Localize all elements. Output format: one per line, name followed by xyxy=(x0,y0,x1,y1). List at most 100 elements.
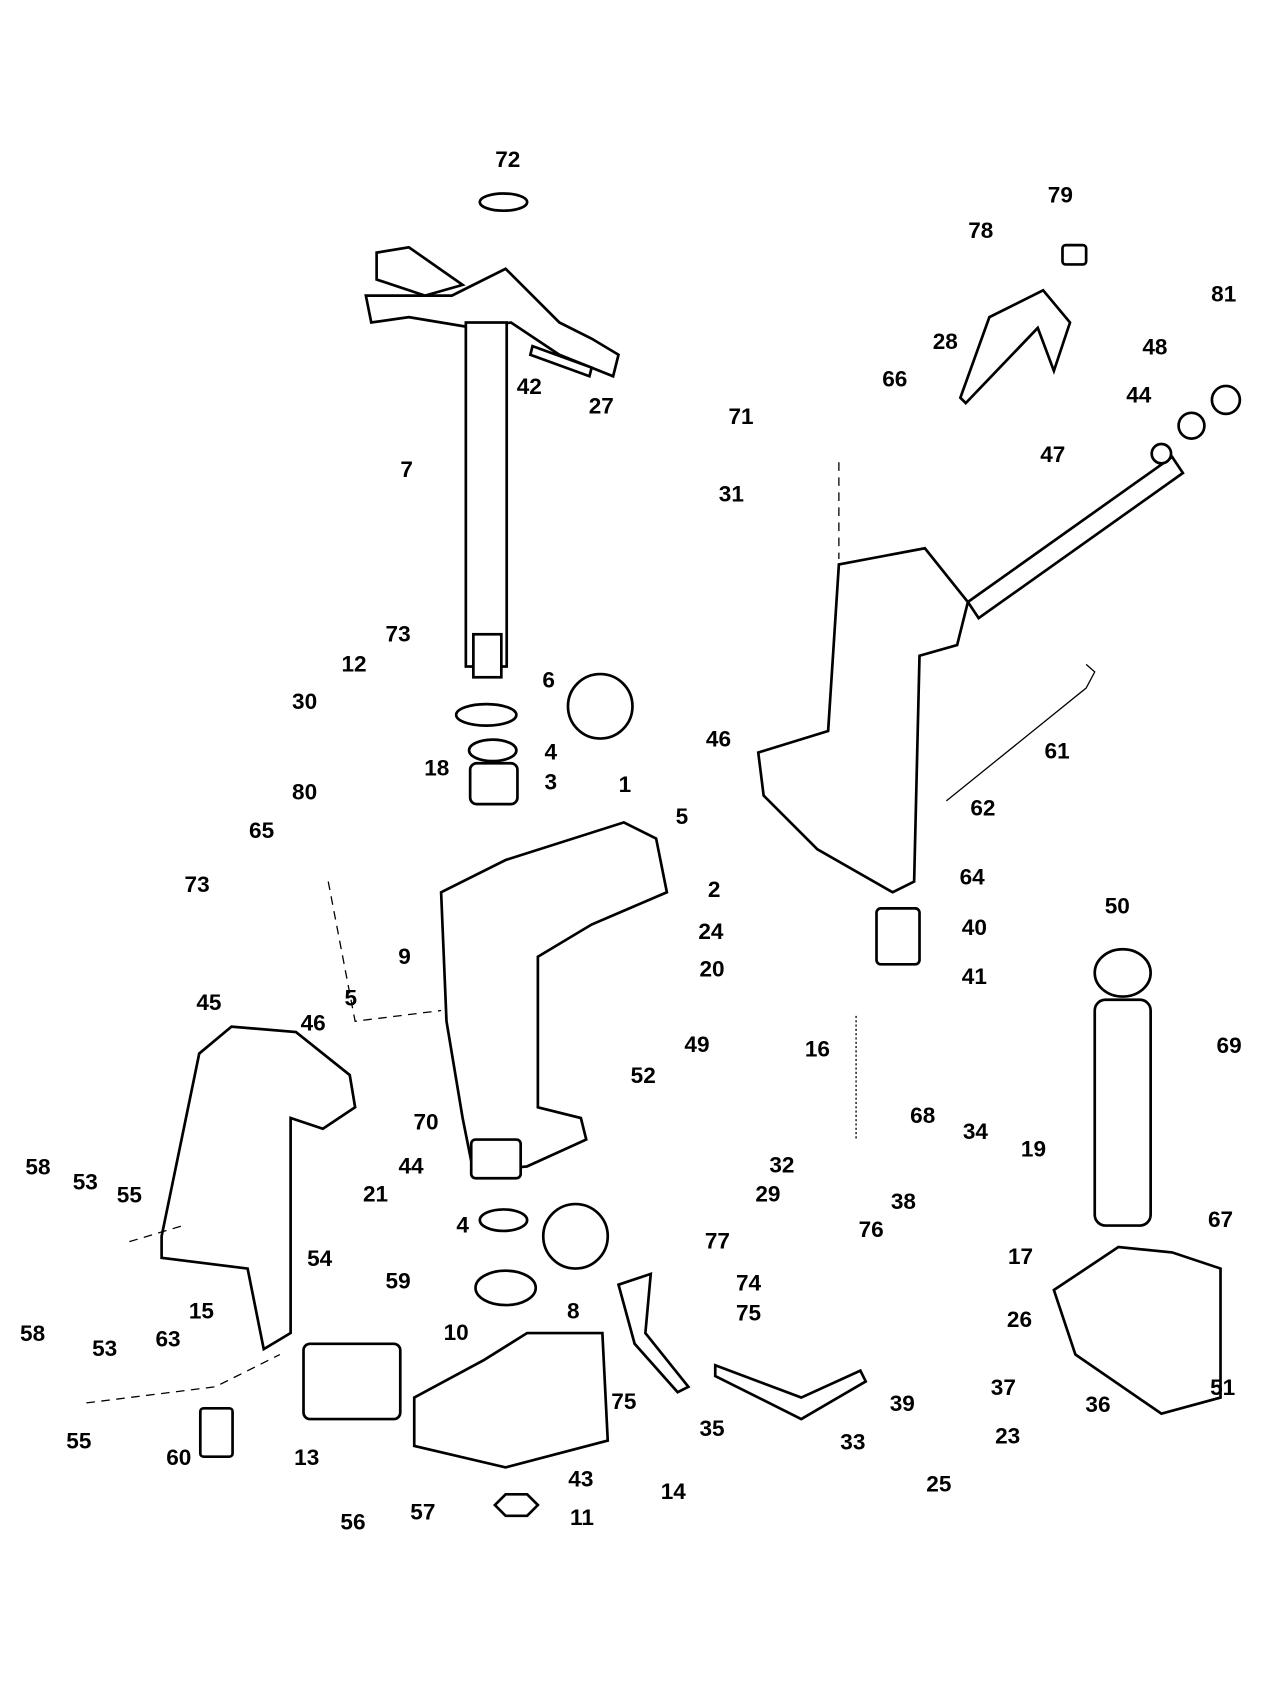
part-label-17: 17 xyxy=(1008,1244,1033,1269)
part-label-5: 5 xyxy=(676,804,689,829)
part-label-61: 61 xyxy=(1045,738,1070,763)
assembly-line-2 xyxy=(327,881,442,1022)
part-label-13: 13 xyxy=(294,1445,319,1470)
part-label-58: 58 xyxy=(25,1155,50,1180)
part-label-80: 80 xyxy=(292,779,317,804)
mount-block-13 xyxy=(302,1342,402,1421)
part-label-70: 70 xyxy=(414,1109,439,1134)
part-label-76: 76 xyxy=(859,1217,884,1242)
nut-44-top xyxy=(1150,442,1173,465)
part-label-5: 5 xyxy=(345,986,358,1011)
part-label-72: 72 xyxy=(495,147,520,172)
parts-drawing xyxy=(86,192,1242,1518)
part-label-1: 1 xyxy=(619,772,632,797)
cap-72 xyxy=(478,192,529,213)
part-label-59: 59 xyxy=(386,1268,411,1293)
part-label-81: 81 xyxy=(1211,282,1236,307)
part-label-44: 44 xyxy=(398,1153,424,1178)
part-label-8: 8 xyxy=(567,1299,580,1324)
part-label-74: 74 xyxy=(736,1271,762,1296)
part-label-46: 46 xyxy=(706,727,731,752)
part-label-7: 7 xyxy=(400,457,413,482)
steering-arm-fork xyxy=(375,245,466,298)
lever-35 xyxy=(616,1271,691,1394)
seal-4 xyxy=(467,738,518,763)
part-label-18: 18 xyxy=(424,756,449,781)
part-label-40: 40 xyxy=(962,915,987,940)
latch-79 xyxy=(1061,243,1088,266)
nut-48 xyxy=(1177,411,1206,440)
locknut-11 xyxy=(492,1492,540,1518)
part-label-41: 41 xyxy=(962,964,987,989)
tilt-tube-47 xyxy=(966,454,1185,621)
part-label-33: 33 xyxy=(840,1430,865,1455)
part-label-60: 60 xyxy=(166,1445,191,1470)
part-label-45: 45 xyxy=(196,990,221,1015)
part-label-68: 68 xyxy=(910,1103,935,1128)
part-label-47: 47 xyxy=(1040,442,1065,467)
part-label-55: 55 xyxy=(66,1429,91,1454)
part-label-23: 23 xyxy=(995,1423,1020,1448)
part-label-73: 73 xyxy=(185,872,210,897)
part-label-54: 54 xyxy=(307,1246,333,1271)
part-label-26: 26 xyxy=(1007,1307,1032,1332)
part-label-4: 4 xyxy=(456,1213,469,1238)
part-label-30: 30 xyxy=(292,689,317,714)
part-label-32: 32 xyxy=(769,1152,794,1177)
part-label-56: 56 xyxy=(340,1509,365,1534)
bracket-33 xyxy=(713,1363,868,1421)
seal-detail-bottom xyxy=(541,1202,610,1270)
part-label-2: 2 xyxy=(708,877,721,902)
part-label-75: 75 xyxy=(611,1389,636,1414)
part-label-43: 43 xyxy=(568,1466,593,1491)
part-label-15: 15 xyxy=(189,1299,214,1324)
part-label-55: 55 xyxy=(117,1182,142,1207)
part-label-24: 24 xyxy=(698,919,724,944)
part-label-44: 44 xyxy=(1126,383,1152,408)
part-label-37: 37 xyxy=(991,1375,1016,1400)
plate-60 xyxy=(198,1406,234,1459)
swivel-tube-bottom xyxy=(469,1138,523,1180)
part-label-39: 39 xyxy=(890,1391,915,1416)
trim-rod-61 xyxy=(945,663,1096,802)
clamp-bracket-64 xyxy=(756,546,970,894)
assembly-line-4 xyxy=(129,1224,184,1243)
part-label-49: 49 xyxy=(684,1032,709,1057)
part-label-12: 12 xyxy=(341,651,366,676)
part-label-57: 57 xyxy=(410,1500,435,1525)
part-label-53: 53 xyxy=(92,1336,117,1361)
part-label-65: 65 xyxy=(249,818,274,843)
part-label-78: 78 xyxy=(968,218,993,243)
part-label-20: 20 xyxy=(699,957,724,982)
part-label-48: 48 xyxy=(1142,334,1167,359)
seal-detail-top xyxy=(566,672,634,740)
part-label-79: 79 xyxy=(1048,183,1073,208)
swivel-bracket xyxy=(439,820,669,1174)
part-label-19: 19 xyxy=(1021,1136,1046,1161)
assembly-line-3 xyxy=(86,1353,281,1404)
part-label-66: 66 xyxy=(882,367,907,392)
seal-4-lower xyxy=(478,1208,529,1233)
part-label-9: 9 xyxy=(398,944,411,969)
part-label-34: 34 xyxy=(963,1119,989,1144)
part-label-71: 71 xyxy=(728,404,753,429)
part-label-51: 51 xyxy=(1210,1375,1235,1400)
part-label-64: 64 xyxy=(960,864,986,889)
part-label-42: 42 xyxy=(517,374,542,399)
part-label-11: 11 xyxy=(570,1505,594,1530)
part-label-36: 36 xyxy=(1085,1392,1110,1417)
part-label-52: 52 xyxy=(631,1063,656,1088)
part-label-21: 21 xyxy=(363,1181,388,1206)
bolt-27 xyxy=(528,344,594,379)
tube-spline xyxy=(472,632,503,679)
cylinder-eye xyxy=(1093,947,1152,998)
part-label-63: 63 xyxy=(156,1327,181,1352)
bearing-8 xyxy=(474,1269,538,1307)
part-label-58: 58 xyxy=(20,1321,45,1346)
washer-6 xyxy=(454,702,518,727)
part-label-29: 29 xyxy=(755,1181,780,1206)
part-label-46: 46 xyxy=(301,1010,326,1035)
block-40 xyxy=(875,907,921,966)
